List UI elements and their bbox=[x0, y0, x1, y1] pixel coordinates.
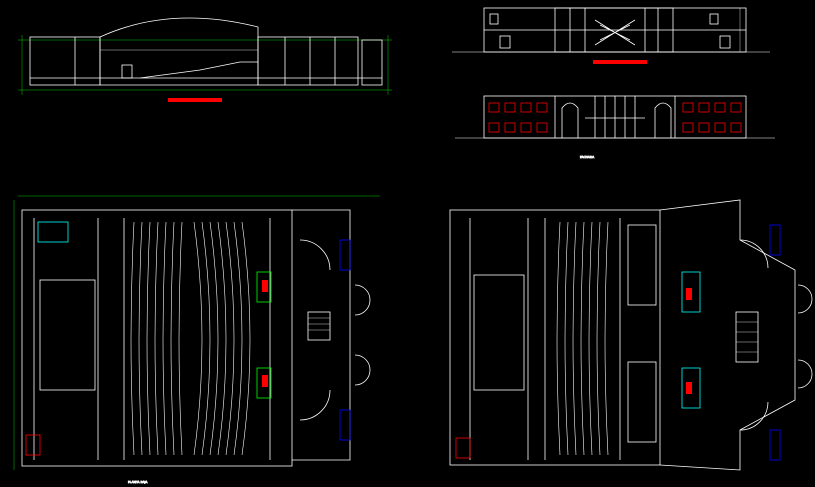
front-windows-left bbox=[488, 102, 548, 133]
side-elevation bbox=[18, 17, 392, 102]
rear-elevation bbox=[452, 7, 770, 64]
ground-floor-plan: PLANTA BAJA bbox=[13, 195, 380, 484]
ground-floor-plan-caption: PLANTA BAJA bbox=[128, 480, 148, 484]
seating-rows-right bbox=[193, 221, 251, 456]
side-elevation-title-bar bbox=[168, 98, 222, 102]
front-elevation: FACHADA bbox=[455, 95, 775, 159]
rear-elevation-title-bar bbox=[593, 60, 647, 64]
front-elevation-caption: FACHADA bbox=[580, 155, 595, 159]
upper-floor-plan bbox=[449, 199, 813, 471]
front-windows-right bbox=[682, 102, 742, 133]
seating-rows-left bbox=[130, 221, 183, 456]
upper-seating-rows bbox=[556, 221, 609, 456]
